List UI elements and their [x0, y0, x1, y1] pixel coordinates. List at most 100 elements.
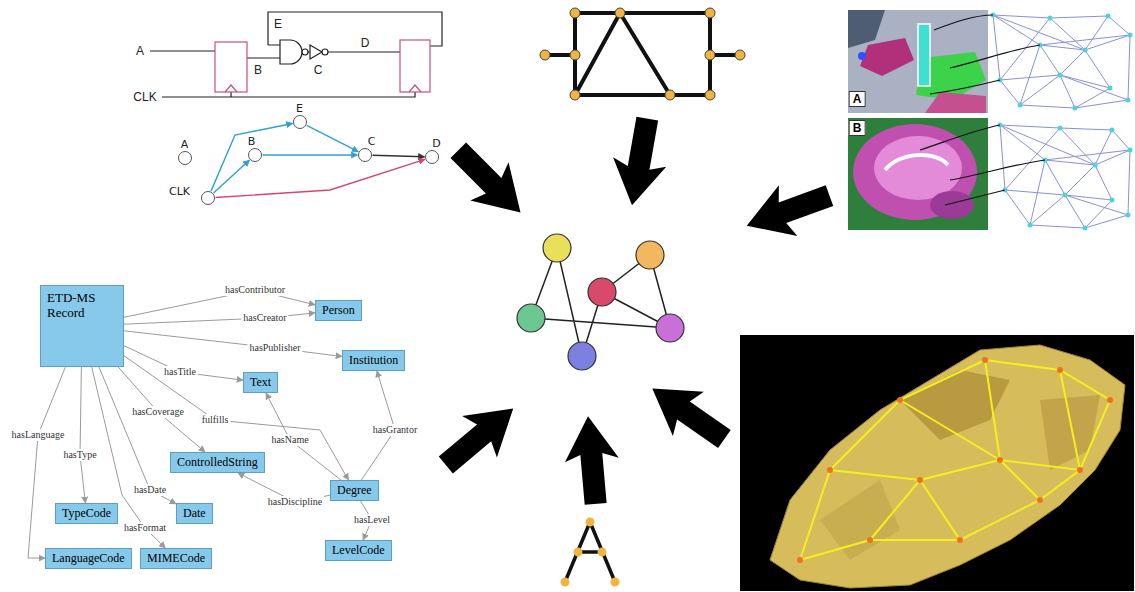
network-edges — [1000, 125, 1130, 228]
connector — [118, 367, 205, 452]
signal-name: A — [136, 45, 144, 57]
class-name: ETD-MS Record — [47, 290, 117, 320]
connector — [211, 124, 293, 192]
terrain-shade — [1040, 395, 1100, 470]
property-label: hasCoverage — [130, 406, 186, 418]
property-label: hasDate — [132, 484, 168, 496]
property-label: hasLanguage — [10, 429, 67, 441]
brain-panel-a — [848, 10, 1130, 113]
class-box: ETD-MS Record — [40, 285, 124, 367]
class-box: Degree — [330, 480, 379, 501]
class-name: TypeCode — [62, 506, 111, 521]
inverter — [310, 45, 322, 59]
big-arrow — [637, 366, 740, 461]
network-nodes — [800, 360, 1110, 560]
class-name: Text — [250, 375, 271, 390]
class-box: MIMECode — [140, 548, 212, 569]
property-label: hasPublisher — [247, 342, 302, 354]
big-arrow — [605, 114, 673, 210]
property-label: hasGrantor — [371, 424, 419, 436]
brain — [874, 136, 962, 200]
flip-flop — [400, 40, 430, 92]
class-name: Institution — [349, 353, 398, 368]
corpus-callosum — [885, 155, 948, 170]
nand-gate — [280, 40, 302, 64]
big-arrow — [738, 170, 839, 251]
class-name: MIMECode — [147, 551, 205, 566]
graph-vertex: B — [248, 148, 262, 162]
class-name: ControlledString — [177, 455, 258, 470]
graph-vertex — [568, 342, 596, 370]
vertex-label: CLK — [169, 185, 190, 196]
image-panel — [848, 10, 988, 113]
image-panel — [740, 335, 1134, 591]
class-box: TypeCode — [55, 503, 118, 524]
graph-vertex: A — [178, 151, 192, 165]
brain-panel-b — [848, 118, 1130, 230]
property-label: hasContributor — [223, 284, 287, 296]
network-edges — [993, 15, 1130, 108]
panel-letter: B — [849, 120, 866, 136]
class-box: Date — [176, 503, 213, 524]
graph-vertex: C — [358, 148, 372, 162]
network-nodes — [1000, 125, 1130, 228]
inversion-bubble — [322, 49, 328, 55]
terrain-panel — [740, 335, 1134, 591]
signal-name: D — [361, 37, 370, 49]
class-box: LevelCode — [325, 540, 392, 561]
connector — [124, 346, 243, 381]
terrain-shade — [900, 370, 1010, 440]
vertex-label: B — [248, 135, 256, 146]
class-name: Degree — [337, 483, 372, 498]
connector — [124, 313, 315, 324]
brain — [853, 124, 977, 220]
connector — [124, 356, 348, 480]
graph-edges — [545, 13, 740, 95]
image-panel — [848, 118, 988, 230]
vertex-label: A — [181, 138, 189, 149]
graph-vertex — [543, 234, 571, 262]
connector — [266, 393, 341, 480]
flip-flop — [215, 42, 247, 92]
rectangle-graph — [540, 8, 745, 100]
terrain — [770, 345, 1125, 588]
connector — [263, 154, 358, 155]
graph-vertex: D — [425, 150, 439, 164]
class-box: Institution — [342, 350, 405, 371]
signal-name: C — [314, 64, 323, 76]
connector — [214, 160, 250, 193]
class-name: Person — [322, 303, 355, 318]
class-box: LanguageCode — [45, 548, 132, 569]
region — [858, 52, 866, 60]
vertex-label: C — [368, 135, 376, 146]
panel-letter: A — [849, 91, 866, 107]
connector — [124, 331, 342, 357]
region — [918, 24, 930, 86]
signal-name: B — [254, 64, 262, 76]
mapping-arrow — [930, 15, 1040, 94]
cerebellum — [930, 191, 974, 219]
property-label: hasTitle — [162, 366, 198, 378]
graph-vertices — [545, 13, 740, 95]
graph-vertex — [517, 304, 545, 332]
signal-name: E — [274, 18, 282, 30]
property-label: hasLevel — [352, 514, 392, 526]
wire — [150, 12, 442, 97]
connector — [80, 367, 85, 503]
graph-vertex: E — [293, 115, 307, 129]
connector — [307, 125, 359, 151]
big-arrow — [561, 414, 622, 506]
class-box: Text — [243, 372, 278, 393]
property-label: hasName — [269, 434, 310, 446]
region — [860, 38, 914, 76]
property-label: fulfills — [200, 414, 231, 426]
graph-vertices — [565, 522, 615, 582]
signal-name: CLK — [133, 91, 156, 103]
vertex-outlines — [540, 8, 745, 100]
graph-vertex — [636, 241, 664, 269]
graph-vertex — [588, 278, 616, 306]
region — [925, 92, 986, 113]
connector — [28, 367, 65, 558]
